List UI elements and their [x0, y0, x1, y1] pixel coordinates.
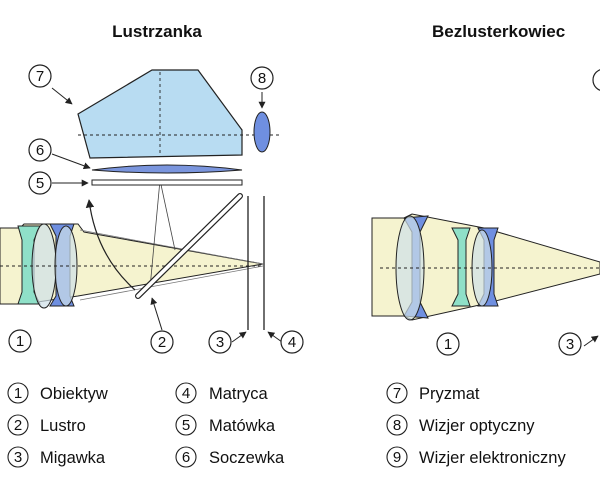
svg-text:2: 2	[14, 417, 22, 434]
svg-text:4: 4	[288, 334, 296, 351]
legend: 1 Obiektyw 2 Lustro 3 Migawka 4 Matryca …	[7, 382, 566, 468]
callout-9-partial	[592, 69, 600, 91]
svg-text:5: 5	[182, 417, 190, 434]
svg-text:4: 4	[182, 385, 190, 402]
callout-7: 7	[28, 64, 52, 88]
legend-item-1: 1 Obiektyw	[7, 382, 108, 404]
callout-1-mirrorless: 1	[436, 332, 460, 356]
title-mirrorless: Bezlusterkowiec	[432, 22, 565, 41]
svg-text:Migawka: Migawka	[40, 449, 106, 467]
svg-text:7: 7	[393, 385, 401, 402]
svg-text:Matówka: Matówka	[209, 417, 276, 435]
svg-text:3: 3	[14, 449, 22, 466]
svg-text:1: 1	[14, 385, 22, 402]
focusing-screen	[91, 179, 243, 186]
title-dslr: Lustrzanka	[112, 22, 202, 41]
callout-8: 8	[250, 66, 274, 90]
callout-4: 4	[280, 330, 304, 354]
svg-text:3: 3	[566, 336, 574, 353]
legend-item-6: 6 Soczewka	[175, 446, 285, 468]
callout-5: 5	[28, 171, 52, 195]
legend-item-4: 4 Matryca	[175, 382, 269, 404]
dslr-diagram: 7 8 6 5 1 2 3 4	[0, 64, 304, 354]
svg-text:2: 2	[158, 334, 166, 351]
svg-text:3: 3	[216, 334, 224, 351]
svg-text:Wizjer optyczny: Wizjer optyczny	[419, 417, 535, 435]
pentaprism	[77, 69, 279, 159]
svg-text:8: 8	[258, 70, 266, 87]
condenser-lens	[91, 164, 243, 174]
viewfinder-lens	[253, 111, 271, 153]
legend-item-2: 2 Lustro	[7, 414, 86, 436]
svg-text:8: 8	[393, 417, 401, 434]
svg-text:Matryca: Matryca	[209, 385, 269, 403]
callout-6: 6	[28, 138, 52, 162]
legend-item-7: 7 Pryzmat	[386, 382, 480, 404]
mirrorless-diagram: 1 3	[371, 69, 600, 356]
callout-2: 2	[150, 330, 174, 354]
svg-text:Obiektyw: Obiektyw	[40, 385, 108, 403]
svg-text:Wizjer elektroniczny: Wizjer elektroniczny	[419, 449, 566, 467]
legend-item-3: 3 Migawka	[7, 446, 106, 468]
svg-text:7: 7	[36, 68, 44, 85]
legend-item-9: 9 Wizjer elektroniczny	[386, 446, 566, 468]
svg-text:6: 6	[182, 449, 190, 466]
svg-text:Lustro: Lustro	[40, 417, 86, 435]
lens-mirrorless	[395, 215, 499, 321]
svg-text:Pryzmat: Pryzmat	[419, 385, 480, 403]
svg-text:9: 9	[393, 449, 401, 466]
svg-text:6: 6	[36, 142, 44, 159]
svg-text:1: 1	[444, 336, 452, 353]
legend-item-5: 5 Matówka	[175, 414, 276, 436]
svg-text:1: 1	[16, 333, 24, 350]
svg-text:5: 5	[36, 175, 44, 192]
svg-text:Soczewka: Soczewka	[209, 449, 285, 467]
mirror	[135, 193, 243, 299]
legend-item-8: 8 Wizjer optyczny	[386, 414, 535, 436]
callout-3-mirrorless: 3	[558, 332, 582, 356]
callout-1: 1	[8, 329, 32, 353]
callout-3: 3	[208, 330, 232, 354]
mirror-flip-arrow	[85, 199, 136, 291]
